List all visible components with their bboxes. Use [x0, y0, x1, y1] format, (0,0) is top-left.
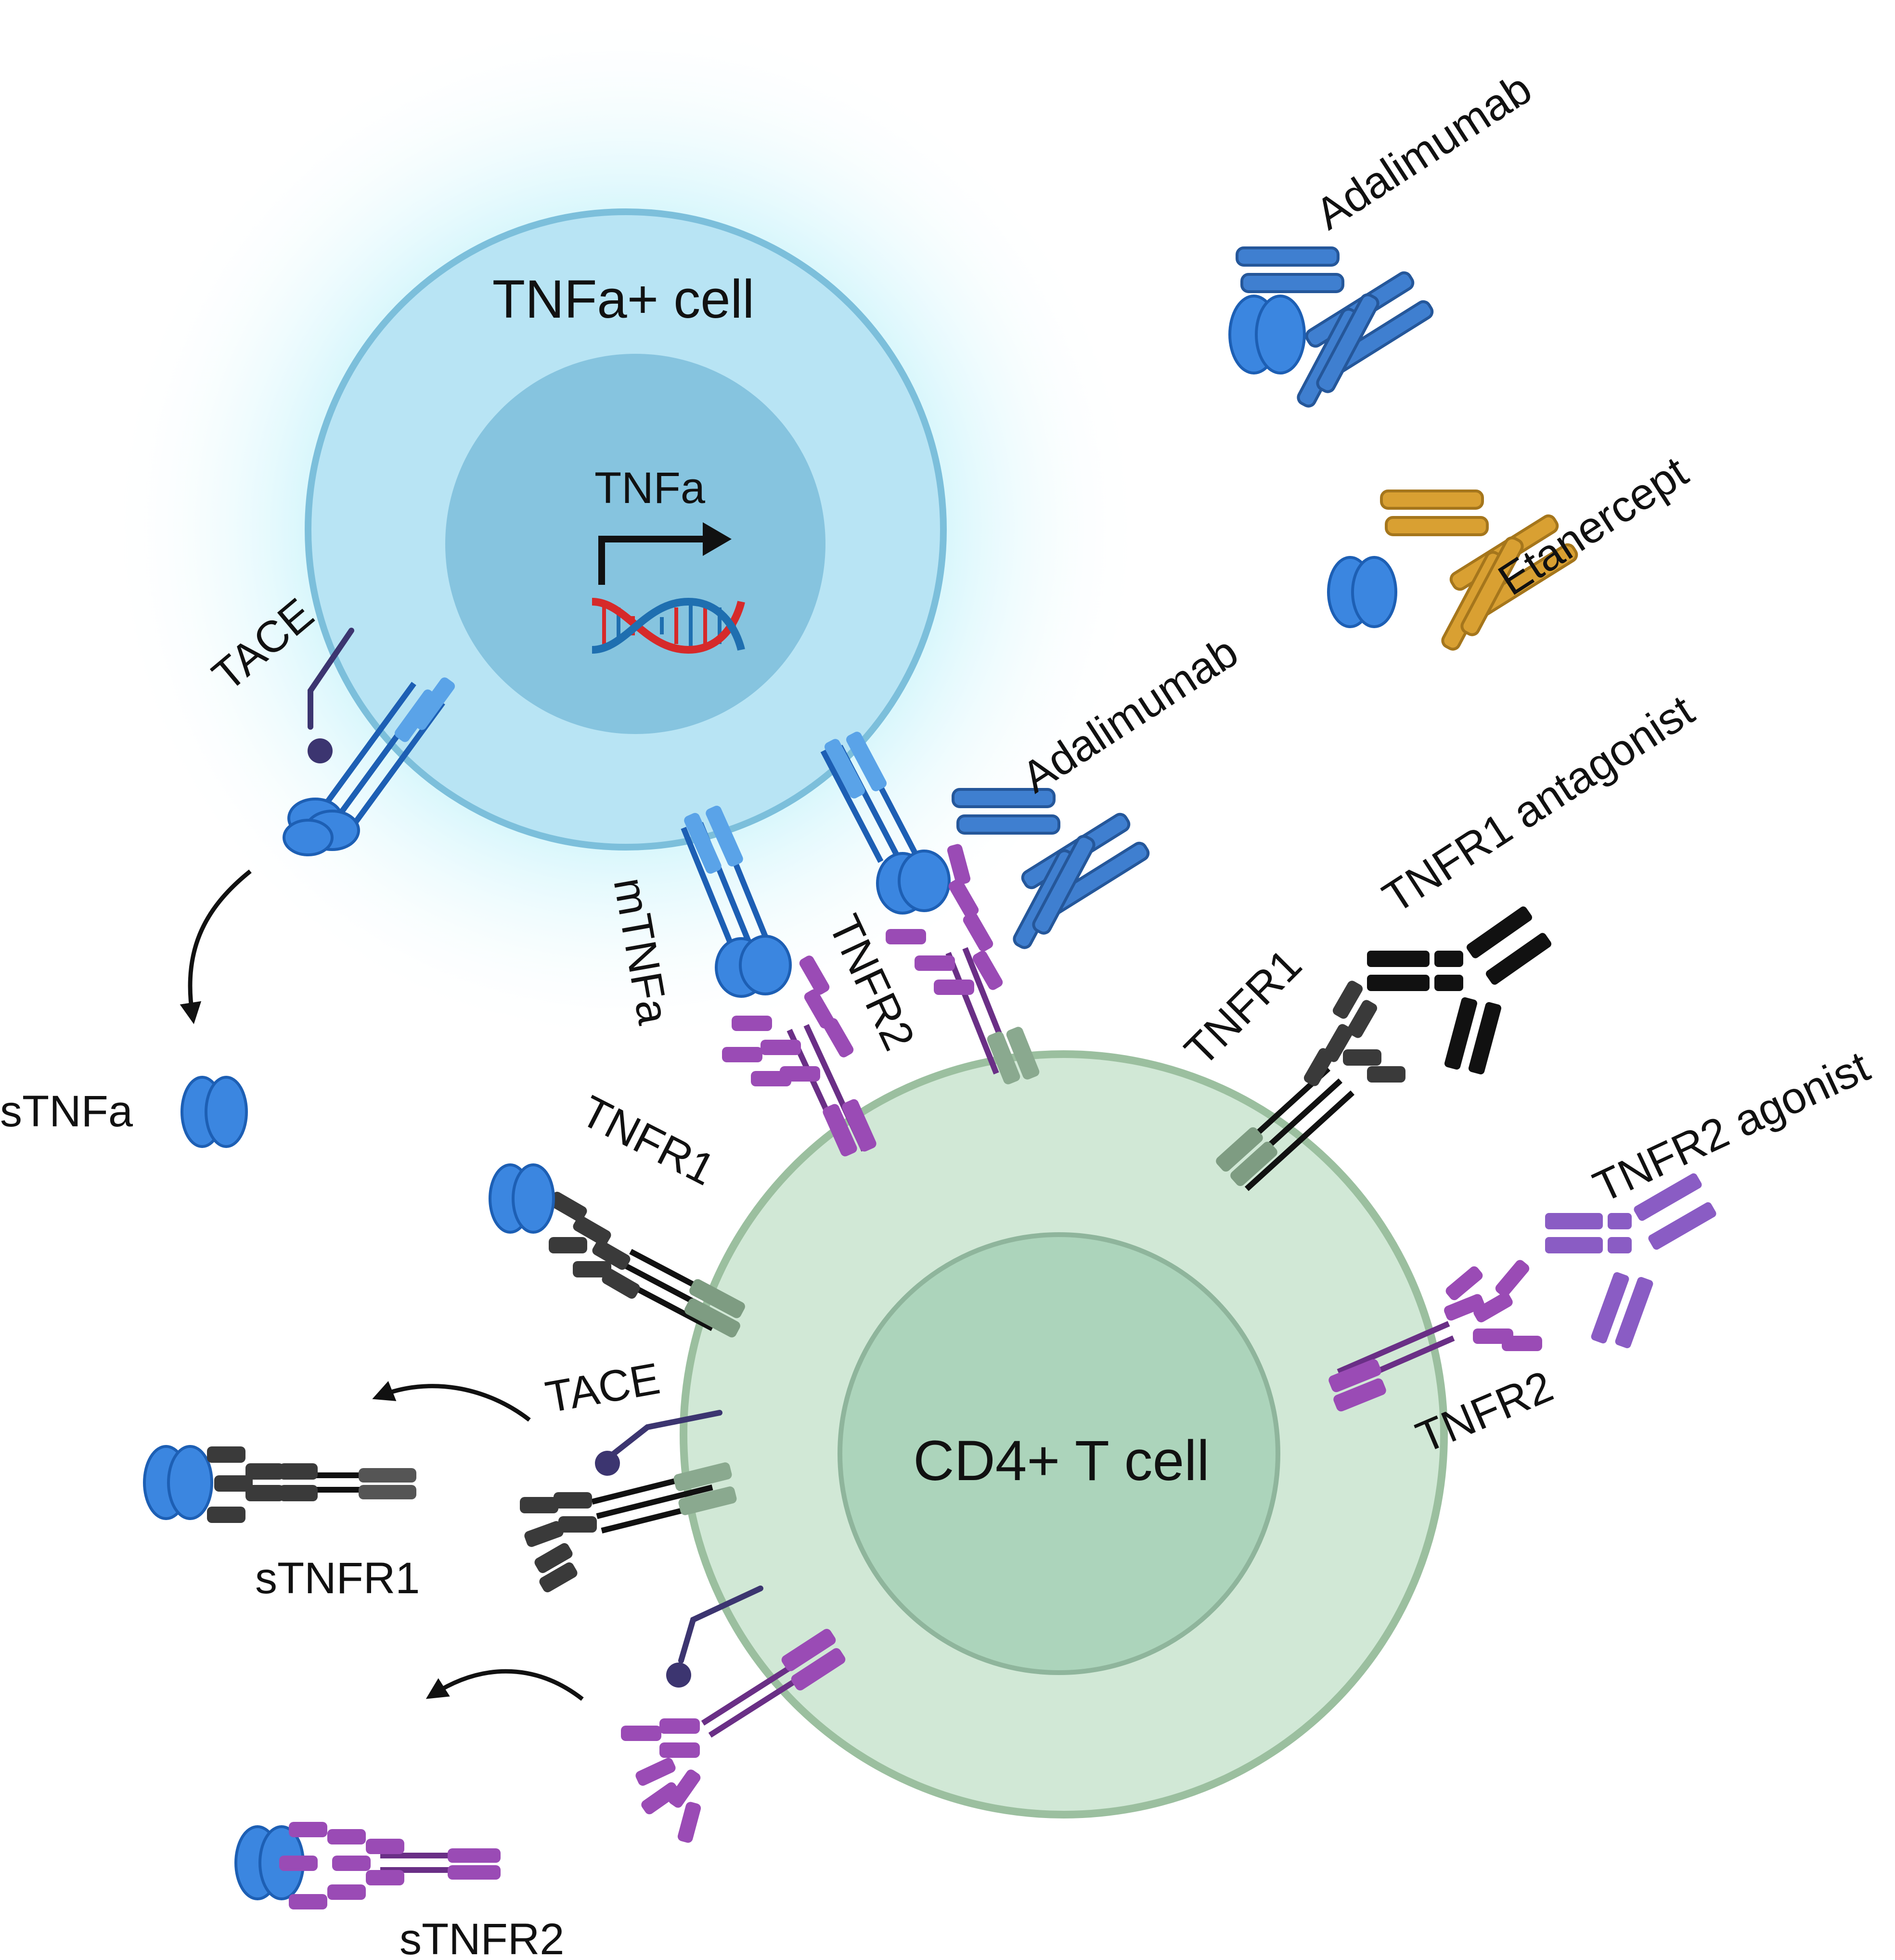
tnfr1-antagonist-icon: [1367, 906, 1552, 1075]
gene-promoter-arrow-icon: [598, 522, 732, 585]
mtnfa-center-receptor: [681, 805, 792, 998]
cleavage-arrow-stnfr1: [372, 1381, 531, 1422]
tnfr2-right-receptor: [1328, 1260, 1542, 1412]
tace-enzyme-bottom: [666, 1586, 763, 1688]
tnfr1-left-receptor: [489, 1163, 745, 1338]
tnfa-cell-nucleus: [445, 354, 825, 734]
stnfr1-label: sTNFR1: [255, 1554, 420, 1603]
tnfa-cell-label: TNFa+ cell: [492, 269, 755, 329]
mtnfa-left-receptor: [283, 677, 455, 856]
tnfr1-right-receptor: [1216, 980, 1405, 1191]
stnfa-trimer-icon: [180, 1076, 248, 1148]
cleavage-arrow-stnfa: [180, 869, 252, 1024]
dna-helix-icon: [592, 597, 745, 654]
stnfr2-label: sTNFR2: [400, 1915, 564, 1958]
adalimumab-center-antibody-icon: [952, 788, 1150, 949]
tnfa-positive-cell: TNFa+ cell TNFa: [106, 10, 1146, 1049]
cd4-t-cell: CD4+ T cell: [680, 1050, 1448, 1818]
adalimumab-top-antibody-icon: [1228, 246, 1434, 408]
tnf-trimer-icon: [715, 935, 792, 998]
mtnfa-right-receptor: [820, 732, 951, 915]
tace-enzyme-mid: [595, 1410, 722, 1476]
stnfr2-complex: [234, 1822, 501, 1909]
adalimumab-top-label: Adalimumab: [1307, 64, 1540, 239]
tnfr2-agonist-icon: [1545, 1173, 1716, 1349]
tace-enzyme-top: [308, 628, 354, 763]
tnfr2-agonist-label: TNFR2 agonist: [1586, 1042, 1877, 1212]
tnfr2-shedding-receptor: [621, 1629, 846, 1843]
tnf-trimer-icon: [876, 850, 951, 915]
cd4-cell-label: CD4+ T cell: [913, 1429, 1209, 1493]
tnf-trimer-icon: [283, 798, 360, 856]
tnfr1-right-label: TNFR1: [1175, 940, 1311, 1075]
tnf-trimer-icon: [489, 1163, 555, 1234]
etanercept-icon: [1327, 490, 1578, 651]
tnfr1-left-label: TNFR1: [573, 1086, 722, 1195]
etanercept-label: Etanercept: [1490, 447, 1696, 605]
cd4-cell-nucleus: [838, 1232, 1280, 1675]
tnf-trimer-icon: [143, 1445, 213, 1520]
stnfa-label: sTNFa: [0, 1087, 133, 1136]
tnfr1-antagonist-label: TNFR1 antagonist: [1374, 686, 1702, 923]
tnfr1-shedding-receptor: [520, 1462, 737, 1593]
tnfr2-right-bound-receptor: [886, 844, 1040, 1084]
stnfr1-complex: [143, 1445, 416, 1523]
cleavage-arrow-stnfr2: [425, 1669, 584, 1701]
tace-mid-label: TACE: [542, 1354, 664, 1422]
tnfa-gene-label: TNFa: [594, 464, 706, 513]
tnfr2-center-receptor: [722, 955, 877, 1157]
